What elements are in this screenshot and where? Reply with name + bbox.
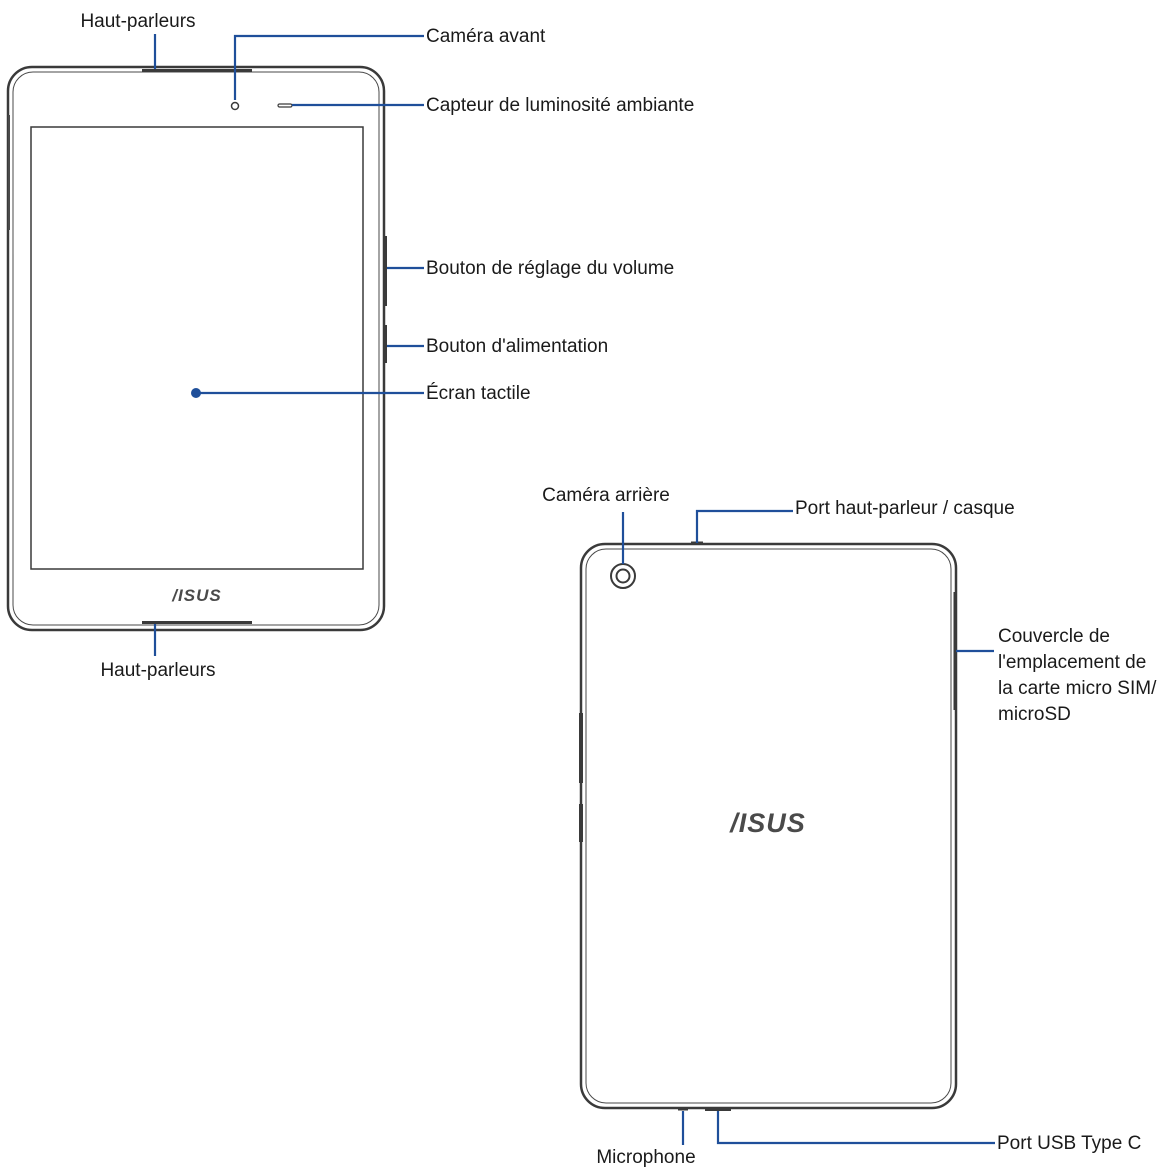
leader-headphone-port bbox=[695, 509, 793, 543]
label-sim-cover-line-3: la carte micro SIM/ bbox=[998, 678, 1157, 699]
leader-front-camera bbox=[233, 34, 424, 100]
usb-port bbox=[705, 1107, 731, 1111]
label-headphone-port: Port haut-parleur / casque bbox=[795, 498, 1015, 519]
label-usb-port: Port USB Type C bbox=[997, 1133, 1141, 1154]
front-speaker-bottom-slot bbox=[142, 621, 252, 624]
label-front-camera: Caméra avant bbox=[426, 26, 546, 47]
label-volume-button: Bouton de réglage du volume bbox=[426, 258, 674, 279]
label-microphone: Microphone bbox=[596, 1147, 695, 1168]
front-camera-lens bbox=[230, 101, 240, 111]
front-logo: /ISUS bbox=[171, 586, 221, 605]
label-sim-cover-line-4: microSD bbox=[998, 704, 1071, 725]
front-screen bbox=[30, 126, 364, 570]
light-sensor-slot bbox=[277, 103, 293, 108]
label-light-sensor: Capteur de luminosité ambiante bbox=[426, 95, 694, 116]
label-sim-cover-line-2: l'emplacement de bbox=[998, 652, 1146, 673]
label-touchscreen: Écran tactile bbox=[426, 383, 531, 404]
front-speaker-top-slot bbox=[142, 69, 252, 72]
back-view: /ISUS Caméra arrière Port haut-parleur /… bbox=[542, 485, 1157, 1168]
back-body-inner-edge bbox=[585, 548, 952, 1104]
touchscreen-marker-dot bbox=[191, 388, 201, 398]
front-power-button bbox=[383, 325, 387, 363]
front-volume-button bbox=[383, 236, 387, 306]
leader-usb-port bbox=[716, 1111, 995, 1145]
label-speakers-top: Haut-parleurs bbox=[80, 11, 195, 32]
front-view: /ISUS Haut-parleurs Caméra avant Capteur… bbox=[6, 11, 694, 681]
rear-camera-lens bbox=[615, 568, 631, 584]
label-power-button: Bouton d'alimentation bbox=[426, 336, 608, 357]
back-logo: /ISUS bbox=[729, 808, 806, 838]
label-sim-cover-line-1: Couvercle de bbox=[998, 626, 1110, 647]
label-speakers-bottom: Haut-parleurs bbox=[100, 660, 215, 681]
label-rear-camera: Caméra arrière bbox=[542, 485, 670, 506]
